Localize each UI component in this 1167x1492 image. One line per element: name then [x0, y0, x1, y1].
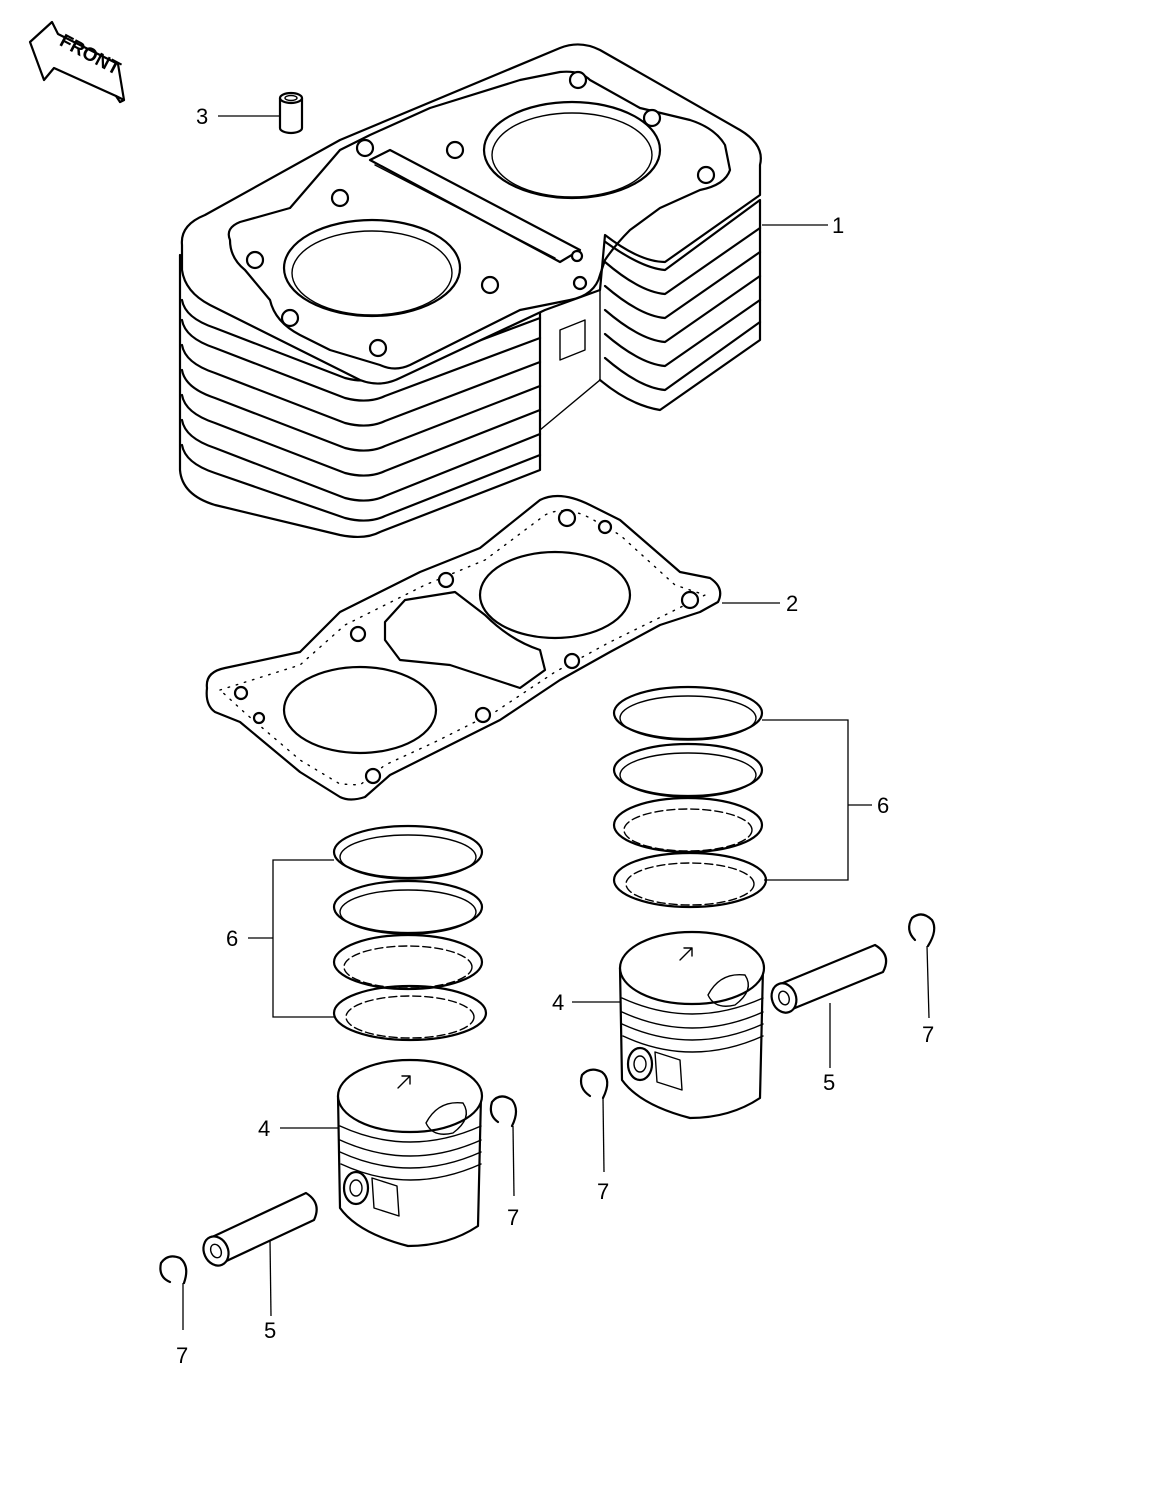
callout-4-right: 4: [552, 990, 564, 1015]
leader-6-right: [762, 719, 849, 881]
callout-3: 3: [196, 104, 208, 129]
callout-7-a: 7: [922, 1022, 934, 1047]
callout-6-left: 6: [226, 926, 238, 951]
callout-2: 2: [786, 591, 798, 616]
callout-1: 1: [832, 213, 844, 238]
callout-5-left: 5: [264, 1318, 276, 1343]
piston-ring-set-icon: [332, 824, 488, 1042]
leader-5-left: [269, 1239, 272, 1317]
callout-6-right: 6: [877, 793, 889, 818]
callout-4-left: 4: [258, 1116, 270, 1141]
callout-7-c: 7: [507, 1205, 519, 1230]
piston-icon: [336, 1058, 484, 1248]
piston-ring-set-icon: [612, 685, 768, 909]
piston-pin-icon: [770, 943, 888, 1014]
snap-ring-icon: [908, 913, 936, 948]
callout-7-d: 7: [176, 1343, 188, 1368]
dowel-pin-icon: [278, 91, 304, 135]
piston-pin-icon: [202, 1191, 318, 1267]
leader-7-c: [512, 1125, 515, 1197]
snap-ring-icon: [579, 1068, 609, 1100]
piston-icon: [618, 930, 766, 1120]
callout-5-right: 5: [823, 1070, 835, 1095]
leader-6-left: [272, 859, 334, 1018]
callout-7-b: 7: [597, 1179, 609, 1204]
cylinder-base-gasket-icon: [205, 494, 722, 801]
leader-7-a: [926, 945, 930, 1019]
front-arrow-icon: FRONT: [28, 20, 126, 104]
leader-7-b: [602, 1097, 605, 1173]
snap-ring-icon: [159, 1255, 188, 1285]
cylinder-block-icon: [178, 43, 762, 539]
snap-ring-icon: [489, 1095, 518, 1128]
